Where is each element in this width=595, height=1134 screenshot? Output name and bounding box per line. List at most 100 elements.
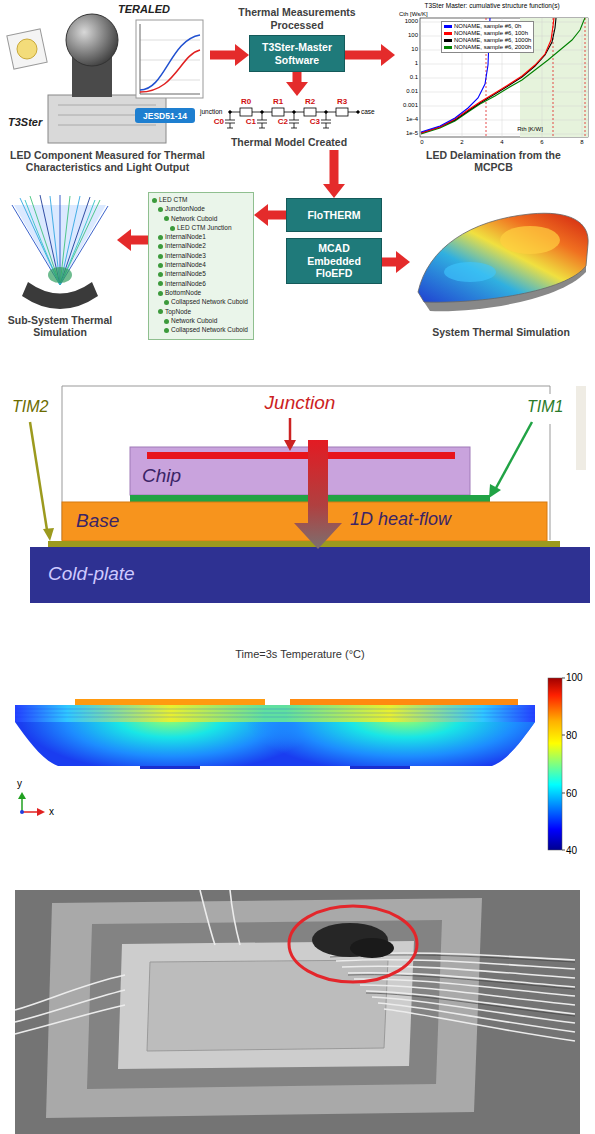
tree-item: InternalNode1 <box>165 233 206 240</box>
tree-row: BottomNode <box>150 288 252 297</box>
rc-network <box>225 108 359 128</box>
device-label: T3Ster <box>8 116 42 129</box>
chart-title: T3Ster Master: cumulative structure func… <box>424 2 559 9</box>
tree-item: InternalNode2 <box>165 242 206 249</box>
legend-row: NONAME, sample #6, 1000h <box>444 37 531 44</box>
chip-layer: Chip <box>130 447 470 495</box>
tree-item: InternalNode6 <box>165 280 206 287</box>
flow-arrow <box>210 51 235 60</box>
legend-row: NONAME, sample #6, 0h <box>444 23 531 30</box>
software-box: MCAD Embedded FloEFD <box>286 238 382 284</box>
tick-label: 6 <box>540 139 543 146</box>
model-panel: Thermal Model Created <box>198 96 380 150</box>
scale-label: 40 <box>566 845 577 857</box>
tree-icon <box>158 263 163 268</box>
photo-panel: LED Component Measured for Thermal Chara… <box>5 5 210 175</box>
part-label: TIM1 <box>527 398 563 416</box>
tree-item: InternalNode3 <box>165 252 206 259</box>
capacitor-label: C2 <box>278 117 288 126</box>
legend-text: NONAME, sample #6, 0h <box>454 23 521 29</box>
circuit-label: junction <box>200 108 222 115</box>
tree-row: InternalNode1 <box>150 232 252 241</box>
tree-row: InternalNode4 <box>150 260 252 269</box>
base-layer: Base <box>62 502 547 541</box>
tree-item: TopNode <box>165 308 191 315</box>
axis-title: Cth [Ws/K] <box>399 11 428 18</box>
simulation-panel: System Thermal Simulation <box>410 205 592 340</box>
caption: LED Delamination from the MCPCB <box>424 149 564 174</box>
tick-label: 0.001 <box>403 102 418 109</box>
tick-label: 0.1 <box>410 74 418 81</box>
tick-label: 8 <box>580 139 583 146</box>
tree-icon <box>158 272 163 277</box>
layer-name: Cold-plate <box>48 563 135 585</box>
scale-label: 60 <box>566 788 577 800</box>
structure-function-chart <box>420 18 588 137</box>
tree-row: JunctionNode <box>150 204 252 213</box>
part-label: TIM2 <box>12 398 48 416</box>
caption: System Thermal Simulation <box>410 326 592 339</box>
caption: Thermal Model Created <box>198 136 380 149</box>
badge-label: JESD51-14 <box>143 111 187 121</box>
software-box: FloTHERM <box>286 198 382 232</box>
flow-arrow <box>382 258 396 267</box>
tree-icon <box>170 226 175 231</box>
box-label: T3Ster-Master Software <box>253 41 341 66</box>
simulation-panel: Sub-System Thermal Simulation <box>3 195 117 340</box>
flow-arrow <box>345 51 381 60</box>
layer-name: Base <box>76 510 119 532</box>
legend-text: NONAME, sample #6, 1000h <box>454 37 531 43</box>
tree-row: LED CTM Junction <box>150 223 252 232</box>
tick-label: 2 <box>460 139 463 146</box>
tree-icon <box>164 328 169 333</box>
tree-icon <box>158 254 163 259</box>
tick-label: 1 <box>415 60 418 67</box>
legend-swatch <box>444 25 452 28</box>
tree-row: Network Cuboid <box>150 214 252 223</box>
legend-row: NONAME, sample #6, 2000h <box>444 44 531 51</box>
tick-label: 100 <box>408 32 418 39</box>
legend-text: NONAME, sample #6, 2000h <box>454 44 531 50</box>
cold-plate-layer: Cold-plate <box>30 547 590 603</box>
thermal-map <box>15 663 565 850</box>
tree-row: LED CTM <box>150 195 252 204</box>
model-tree: LED CTMJunctionNodeNetwork CuboidLED CTM… <box>148 192 254 340</box>
scale-label: 100 <box>566 672 583 684</box>
flow-arrow <box>131 236 148 245</box>
tree-item: Collapsed Network Cuboid <box>171 298 248 305</box>
layer-name: Chip <box>142 465 181 487</box>
tick-label: 1e-5 <box>406 130 418 137</box>
flow-arrow <box>293 72 302 82</box>
axis-label: x <box>49 806 54 818</box>
flow-arrow <box>330 150 339 184</box>
tree-item: InternalNode4 <box>165 261 206 268</box>
box-label: MCAD Embedded FloEFD <box>290 242 378 280</box>
ray-trace-image <box>12 195 108 309</box>
tree-icon <box>158 244 163 249</box>
tree-icon <box>152 198 157 203</box>
tree-row: Network Cuboid <box>150 316 252 325</box>
tree-item: LED CTM <box>159 196 188 203</box>
tree-icon <box>158 281 163 286</box>
legend-swatch <box>444 32 452 35</box>
legend-row: NONAME, sample #6, 100h <box>444 30 531 37</box>
caption: Sub-System Thermal Simulation <box>3 314 117 339</box>
tree-item: LED CTM Junction <box>177 224 232 231</box>
tree-item: Collapsed Network Cuboid <box>171 326 248 333</box>
resistor-label: R1 <box>273 97 283 106</box>
tree-item: BottomNode <box>165 289 201 296</box>
resistor-label: R0 <box>241 97 251 106</box>
tick-label: 0.01 <box>406 88 418 95</box>
scale-label: 80 <box>566 730 577 742</box>
resistor-label: R2 <box>305 97 315 106</box>
tree-icon <box>164 319 169 324</box>
tree-item: Network Cuboid <box>171 215 217 222</box>
led-photo <box>7 14 203 143</box>
tree-item: InternalNode5 <box>165 270 206 277</box>
tree-row: InternalNode6 <box>150 279 252 288</box>
tick-label: 10 <box>411 46 418 53</box>
tree-row: InternalNode2 <box>150 241 252 250</box>
failure-photo <box>15 890 580 1134</box>
tree-icon <box>158 207 163 212</box>
legend-text: NONAME, sample #6, 100h <box>454 30 528 36</box>
